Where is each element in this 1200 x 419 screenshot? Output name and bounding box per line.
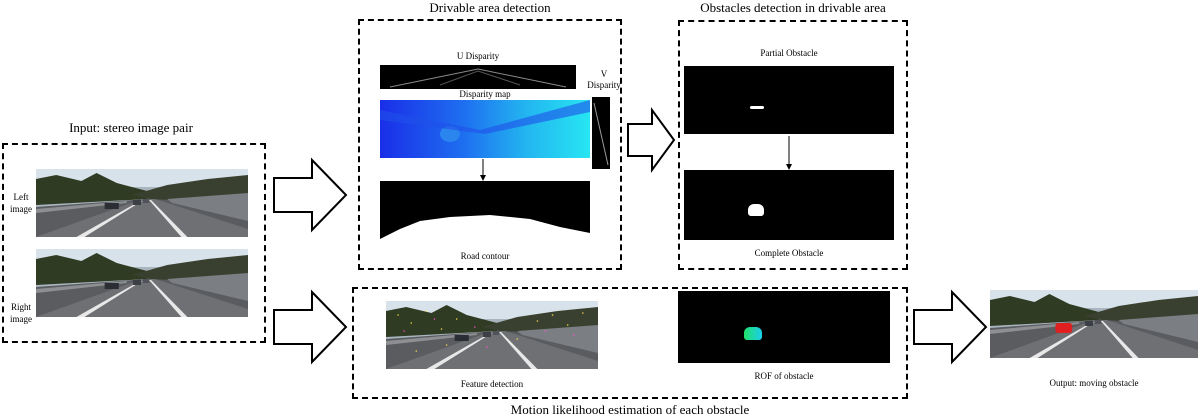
road-contour-label: Road contour (460, 251, 510, 261)
partial-obstacle-label: Partial Obstacle (760, 48, 818, 58)
obstacles-stage-title: Obstacles detection in drivable area (700, 0, 886, 15)
motion-stage-box: Feature detection ROF of obstacle (352, 287, 908, 399)
complete-obstacle-label: Complete Obstacle (754, 248, 824, 258)
v-disparity-map (592, 97, 610, 169)
right-stereo-image (36, 249, 248, 317)
drivable-stage-title: Drivable area detection (429, 0, 551, 15)
disparity-map-label: Disparity map (459, 89, 511, 99)
motion-stage-title: Motion likelihood estimation of each obs… (510, 402, 750, 417)
obstacles-stage-box: Partial Obstacle Complete Obstacle (678, 20, 908, 270)
feature-detection-image (386, 301, 598, 369)
arrow-disparity-to-contour (480, 159, 486, 181)
disparity-map (380, 100, 590, 158)
rof-obstacle-label: ROF of obstacle (754, 371, 814, 381)
output-moving-obstacle-image (990, 290, 1198, 358)
input-stage-title: Input: stereo image pair (69, 120, 193, 135)
rof-obstacle-blob (744, 327, 762, 340)
feature-detection-label: Feature detection (460, 379, 524, 389)
arrow-partial-to-complete (786, 136, 792, 170)
arrow-to-drivable (273, 157, 348, 233)
partial-obstacle-map (684, 66, 894, 134)
complete-obstacle-map (684, 170, 894, 240)
arrow-to-output (913, 289, 988, 365)
u-disparity-map (380, 65, 576, 89)
output-label: Output: moving obstacle (1049, 378, 1139, 388)
rof-obstacle-map (678, 291, 890, 363)
road-contour-map (380, 181, 590, 239)
left-stereo-image (36, 169, 248, 237)
u-disparity-label: U Disparity (456, 51, 500, 61)
arrow-to-obstacles (627, 106, 676, 174)
arrow-to-motion (273, 289, 348, 365)
